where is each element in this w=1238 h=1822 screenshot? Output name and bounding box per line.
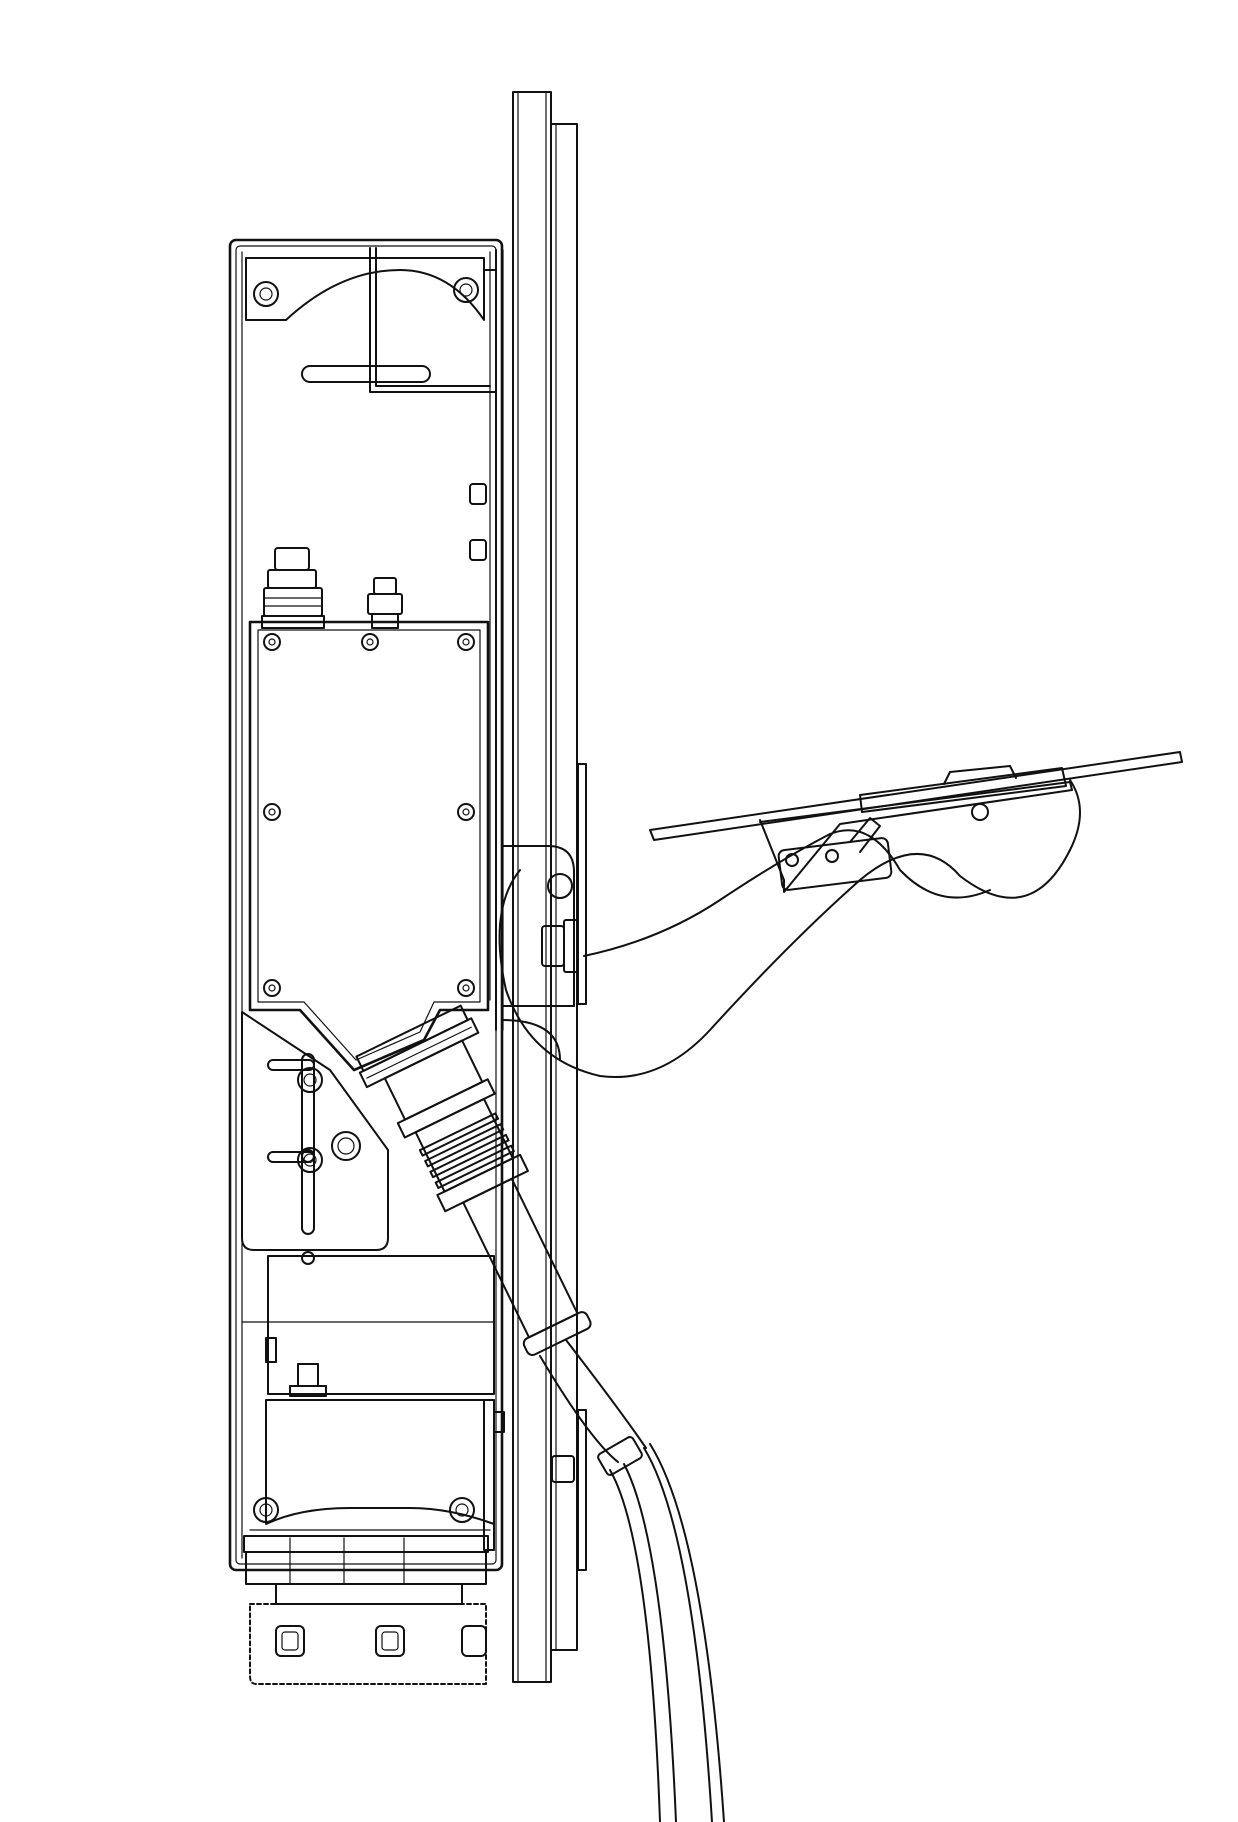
mounting-post: [512, 91, 587, 1683]
cable-gland: [261, 547, 325, 629]
lower-block: [241, 1255, 575, 1551]
panel-screw-4: [263, 803, 281, 821]
bottom-cover: [249, 1399, 495, 1531]
cable-hose: [539, 1339, 725, 1822]
top-cover-plate: [245, 247, 497, 393]
panel-screw-2: [361, 633, 379, 651]
panel-screw-6: [263, 979, 281, 997]
panel-screw-1: [263, 633, 281, 651]
screw-top-left: [253, 281, 279, 307]
bottom-fitting: [243, 1535, 489, 1685]
cable-connector: [355, 1004, 592, 1356]
small-fitting: [367, 577, 403, 629]
hinge-bracket: [501, 845, 579, 1061]
slot-plate: [241, 1011, 389, 1265]
panel-screw-3: [457, 633, 475, 651]
panel-screw-7: [457, 979, 475, 997]
inner-panel: [248, 620, 490, 1072]
wall-bolt-upper: [469, 483, 487, 561]
enclosure-housing: [228, 238, 504, 1572]
tilted-tray: [649, 751, 1183, 893]
screw-top-right: [453, 277, 479, 303]
swing-arm: [498, 779, 1081, 1078]
panel-screw-5: [457, 803, 475, 821]
